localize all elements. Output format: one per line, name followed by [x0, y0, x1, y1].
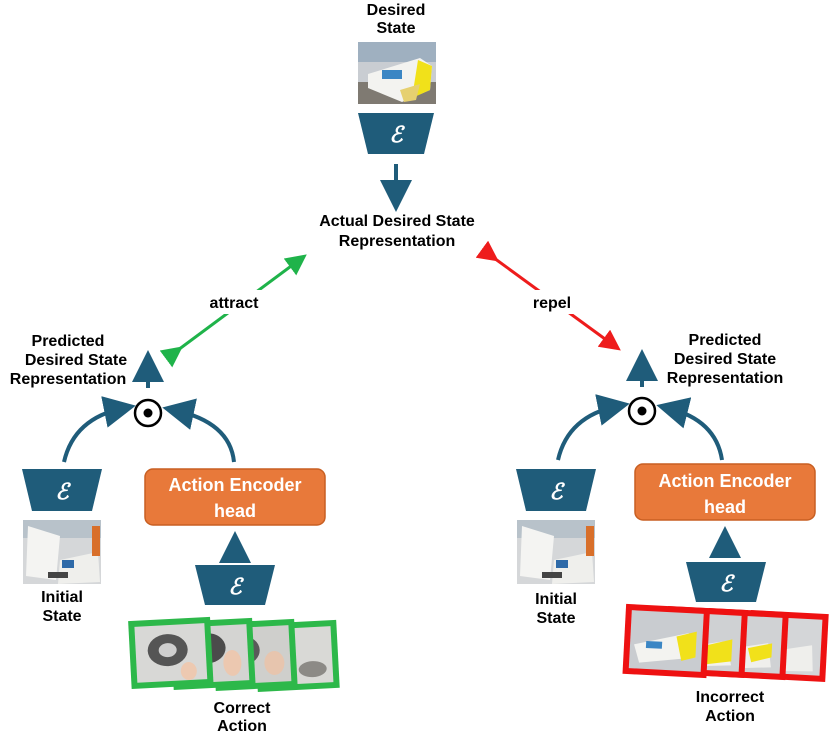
right-action-curve-arrow [656, 397, 724, 461]
right-action-encoder-block [686, 562, 766, 602]
left-initial-state-image [23, 520, 101, 584]
right-combine-operator [627, 396, 657, 426]
right-action-encoder-head [634, 463, 816, 521]
desired-state-label-line2: State [376, 20, 415, 37]
right-predicted-line2: Desired State [674, 351, 776, 368]
right-predicted-line1: Predicted [689, 332, 762, 349]
right-predicted-line3: Representation [667, 370, 783, 387]
top-encoder-block [358, 113, 434, 154]
right-action-encoder-line1: Action Encoder [658, 471, 791, 491]
left-predicted-line1: Predicted [32, 333, 105, 350]
right-initial-encoder-symbol: ℰ [549, 479, 565, 505]
right-initial-label-line1: Initial [535, 591, 577, 608]
left-action-encoder-symbol: ℰ [228, 574, 244, 600]
right-action-encoder-line2: head [704, 497, 746, 517]
left-action-encoder-block [195, 565, 275, 605]
left-action-label-line1: Correct [214, 700, 272, 717]
left-combine-operator [133, 398, 163, 428]
left-predicted-line3: Representation [10, 371, 126, 388]
repel-label: repel [533, 295, 571, 312]
desired-state-label-line1: Desired [367, 2, 426, 19]
right-action-encoder-symbol: ℰ [719, 571, 735, 597]
right-initial-curve-arrow [556, 394, 630, 461]
right-initial-encoder-block [516, 469, 596, 511]
left-action-encoder-line1: Action Encoder [168, 475, 301, 495]
left-predicted-line2: Desired State [25, 352, 127, 369]
left-action-encoder-head [144, 468, 326, 526]
left-initial-encoder-symbol: ℰ [55, 479, 71, 505]
left-action-encoder-line2: head [214, 501, 256, 521]
right-initial-label-line2: State [536, 610, 575, 627]
left-action-label-line2: Action [217, 718, 267, 733]
left-initial-label-line2: State [42, 608, 81, 625]
actual-desired-label-line1: Actual Desired State [319, 213, 475, 230]
left-initial-label-line1: Initial [41, 589, 83, 606]
attract-label: attract [210, 295, 260, 312]
incorrect-action-frames [622, 603, 829, 682]
left-initial-curve-arrow [62, 396, 136, 463]
right-action-label-line2: Action [705, 708, 755, 725]
actual-desired-label-line2: Representation [339, 233, 455, 250]
right-initial-state-image [517, 520, 595, 584]
left-initial-encoder-block [22, 469, 102, 511]
correct-action-frames [128, 616, 340, 693]
right-action-label-line1: Incorrect [696, 689, 765, 706]
left-action-curve-arrow [162, 398, 236, 463]
desired-state-image [358, 42, 436, 104]
top-encoder-symbol: ℰ [389, 122, 405, 148]
